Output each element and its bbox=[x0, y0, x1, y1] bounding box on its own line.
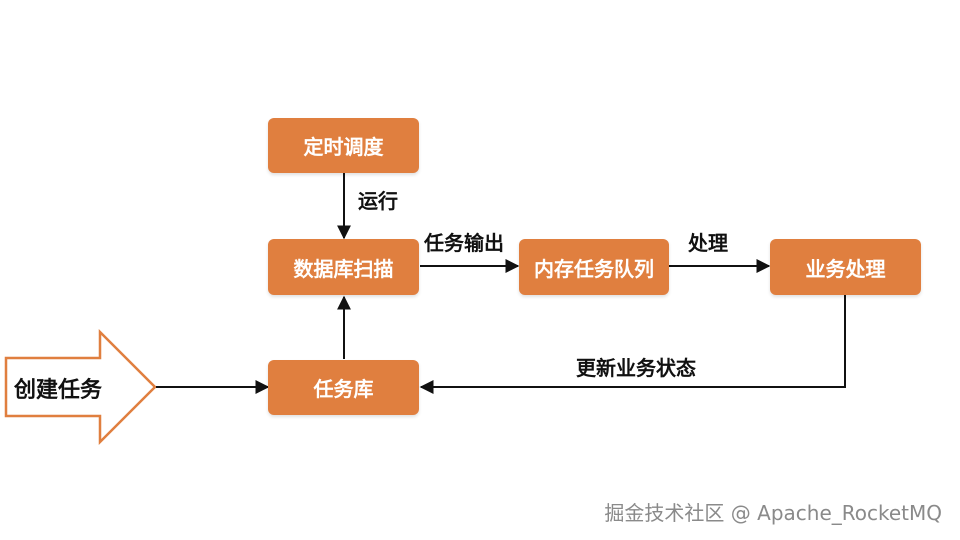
node-schedule: 定时调度 bbox=[268, 118, 419, 173]
node-business-processing: 业务处理 bbox=[770, 239, 921, 295]
edge-label-update-status: 更新业务状态 bbox=[576, 356, 696, 380]
node-task-database: 任务库 bbox=[268, 360, 419, 415]
node-database-scan: 数据库扫描 bbox=[268, 239, 419, 295]
edge-label-run: 运行 bbox=[358, 189, 398, 213]
entry-arrow-shape bbox=[4, 328, 157, 446]
edge-business-to-taskdb bbox=[419, 295, 846, 394]
watermark-text: 掘金技术社区 @ Apache_RocketMQ bbox=[604, 501, 942, 525]
entry-create-task-label: 创建任务 bbox=[14, 378, 103, 403]
edge-label-task-output: 任务输出 bbox=[424, 231, 504, 255]
edge-label-process: 处理 bbox=[688, 231, 728, 255]
node-memory-task-queue: 内存任务队列 bbox=[519, 239, 669, 295]
